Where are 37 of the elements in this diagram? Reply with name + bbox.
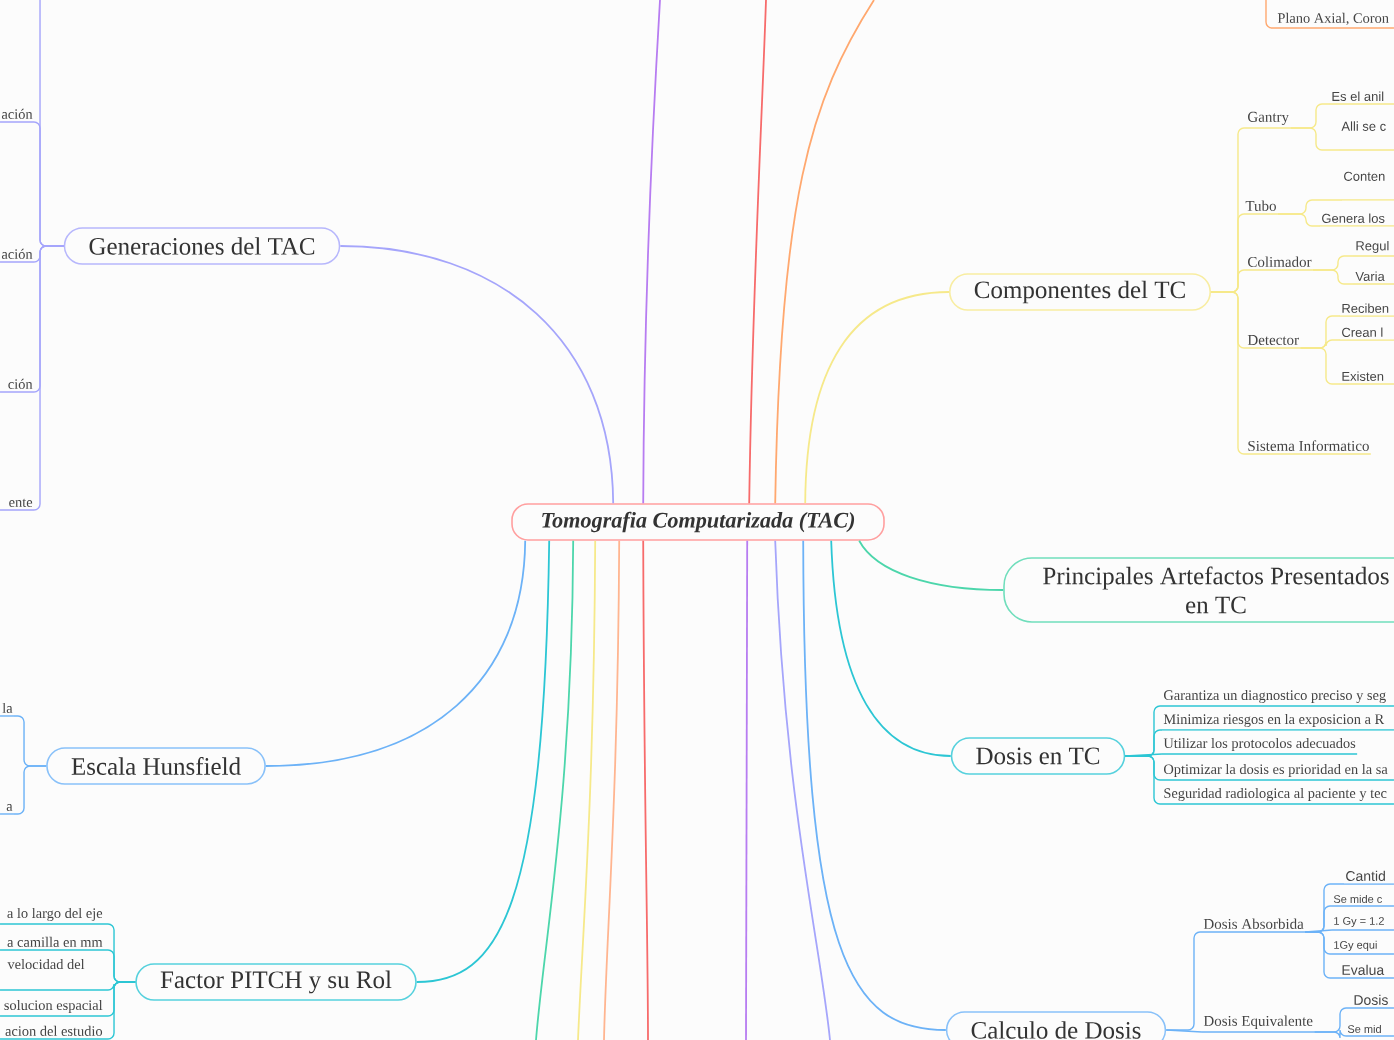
- branch-line: [1289, 127, 1341, 151]
- branch-line: [774, 539, 831, 1040]
- branch-line: [39, 0, 65, 247]
- branch-line: [577, 539, 597, 1040]
- branch-line: [1124, 755, 1163, 805]
- branch-line: [642, 0, 661, 505]
- topic-box: Generaciones del TAC: [63, 227, 341, 265]
- topic-box: Componentes del TC: [948, 273, 1212, 311]
- branch-line: [745, 539, 749, 1040]
- branch-line: [1277, 213, 1321, 227]
- branch-line: [1210, 291, 1247, 455]
- branch-line: [1313, 1029, 1347, 1039]
- branch-line: [1265, 0, 1277, 29]
- branch-line: [264, 539, 527, 767]
- branch-line: [103, 981, 136, 1040]
- branch-line: [1165, 1029, 1203, 1033]
- topic-box: Dosis en TC: [950, 737, 1126, 775]
- topic-box: Escala Hunsfield: [46, 747, 266, 785]
- branch-line: [642, 539, 649, 1040]
- branch-line: [804, 291, 950, 505]
- branch-line: [1304, 931, 1341, 979]
- topic-box: Principales Artefactos Presentados en TC: [1003, 557, 1394, 623]
- branch-line: [535, 539, 575, 1040]
- topic-box: Factor PITCH y su Rol: [135, 963, 417, 1001]
- branch-line: [1299, 347, 1341, 385]
- topic-box: Calculo de Dosis: [945, 1011, 1167, 1040]
- branch-line: [1165, 931, 1203, 1031]
- branch-line: [603, 539, 621, 1040]
- branch-line: [748, 0, 767, 505]
- branch-line: [415, 539, 551, 983]
- branch-line: [830, 539, 952, 757]
- branch-line: [802, 539, 947, 1031]
- branch-line: [339, 245, 615, 505]
- branch-line: [858, 539, 1005, 591]
- branch-line: [774, 0, 875, 505]
- central-topic-box: Tomografia Computarizada (TAC): [511, 503, 885, 541]
- branch-line: [1312, 269, 1355, 285]
